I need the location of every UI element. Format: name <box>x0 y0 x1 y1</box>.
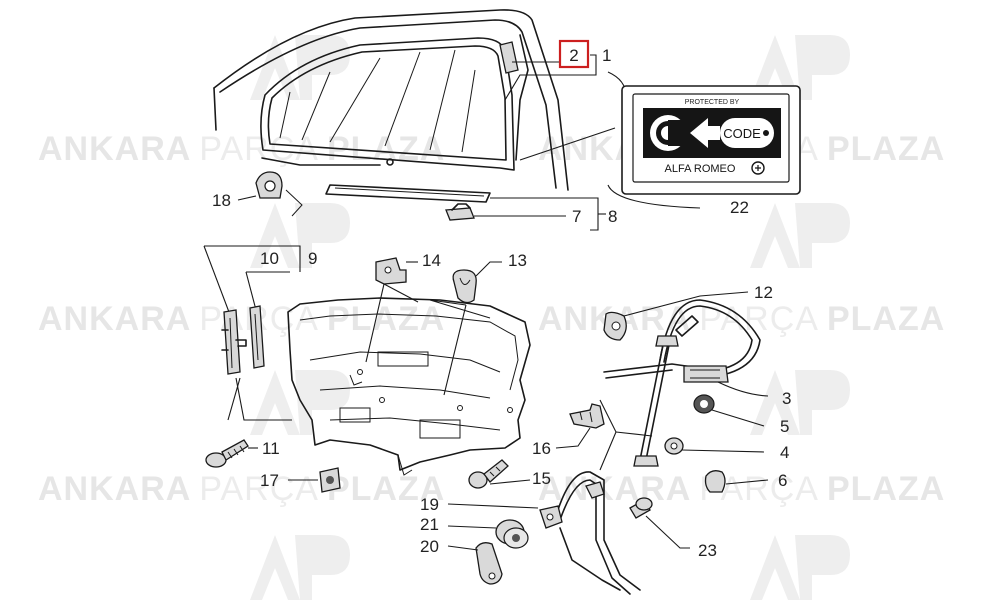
part-20-handle <box>447 542 503 585</box>
glass-clip <box>499 41 519 74</box>
callout-14: 14 <box>422 251 441 270</box>
code-label-panel: PROTECTED BY CODE ALFA ROMEO <box>621 85 801 195</box>
glass-screw-hole <box>386 158 394 166</box>
callout-17: 17 <box>260 471 279 490</box>
leader-bracket-3-4 <box>599 399 653 471</box>
part-16-bracket <box>555 403 605 449</box>
part-7-clip <box>445 203 566 221</box>
callout-11: 11 <box>262 439 280 458</box>
lower-regulator <box>447 471 641 595</box>
part-9-channel <box>221 309 247 375</box>
glass-channel <box>515 34 529 161</box>
callout-8: 8 <box>608 207 617 226</box>
callout-19: 19 <box>420 495 439 514</box>
door-frame-outer <box>213 9 569 191</box>
watermark-logos <box>250 35 850 600</box>
part-13-clip <box>429 261 502 396</box>
callout-12: 12 <box>754 283 773 302</box>
part-11-bolt <box>205 439 258 468</box>
callout-labels: 1 3 4 5 6 7 8 9 10 11 12 13 14 15 16 17 … <box>212 46 791 560</box>
callout-10: 10 <box>260 249 279 268</box>
callout-5: 5 <box>780 417 789 436</box>
door-frame-inner <box>219 19 557 189</box>
callout-13: 13 <box>508 251 527 270</box>
part-23-screw <box>629 497 690 549</box>
callout-9: 9 <box>308 249 317 268</box>
part-21-knob <box>447 519 529 549</box>
callout-21: 21 <box>420 515 439 534</box>
callout-2: 2 <box>569 46 578 65</box>
callout-7: 7 <box>572 207 581 226</box>
label-box-2[interactable]: 2 <box>558 39 590 69</box>
door-glass-assembly <box>213 9 569 191</box>
part-5-nut <box>693 394 765 427</box>
part-4-washer <box>664 437 765 455</box>
callout-16: 16 <box>532 439 551 458</box>
callout-1: 1 <box>602 46 611 65</box>
part-8-rail <box>325 184 606 231</box>
regulator-motor-block <box>683 365 729 383</box>
part-10-strip <box>249 305 265 369</box>
callout-3: 3 <box>782 389 791 408</box>
callout-6: 6 <box>778 471 787 490</box>
callout-18: 18 <box>212 191 231 210</box>
code-pill <box>720 118 774 148</box>
callout-22: 22 <box>730 198 749 217</box>
leader-bottom-9 <box>227 377 292 421</box>
part-14-bracket <box>365 257 419 363</box>
code-text: CODE <box>723 126 761 141</box>
callout-4: 4 <box>780 443 789 462</box>
door-glass <box>260 37 515 171</box>
glass-shading <box>279 49 476 153</box>
callout-23: 23 <box>698 541 717 560</box>
part-17-nut <box>288 467 341 493</box>
code-arrow <box>690 118 720 148</box>
code-protected-text: PROTECTED BY <box>685 99 740 106</box>
wm-bold-left: ANKARA <box>38 130 191 168</box>
window-regulator <box>603 291 769 467</box>
callout-15: 15 <box>532 469 551 488</box>
part-18-clip <box>237 171 303 217</box>
door-glass-inner-edge <box>267 45 507 161</box>
callout-20: 20 <box>420 537 439 556</box>
part-6-bolt <box>704 470 769 493</box>
code-brand-text: ALFA ROMEO <box>665 163 736 175</box>
leader-bracket-9 <box>203 245 301 321</box>
part-15-screw <box>468 459 531 489</box>
leaders-top <box>504 54 701 209</box>
